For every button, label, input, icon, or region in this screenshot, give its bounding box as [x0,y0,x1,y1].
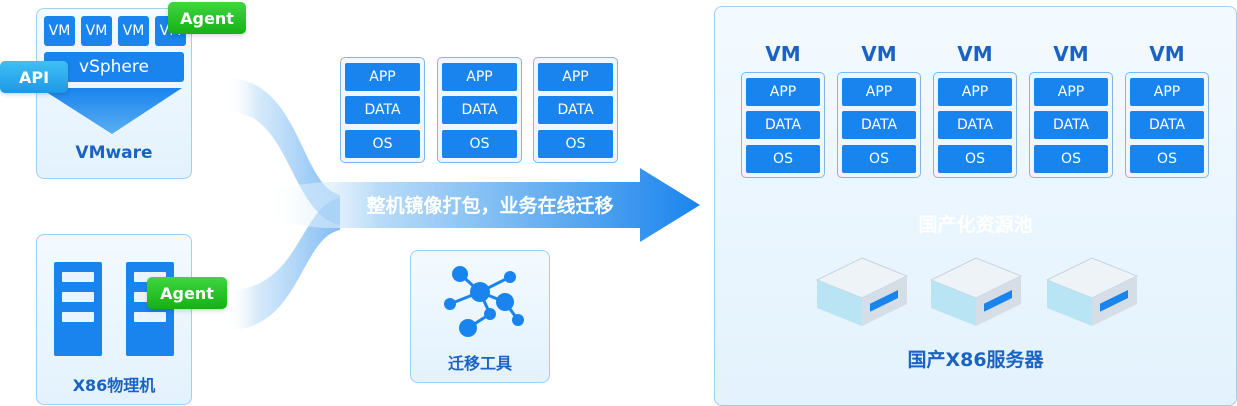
agent-badge-x86: Agent [147,277,227,309]
app-layer: APP [1130,78,1204,106]
os-layer: OS [538,130,613,158]
vm-chip: VM [118,16,149,46]
migration-tool-panel [410,250,550,383]
rack-server-icon [1045,257,1139,326]
os-layer: OS [442,130,517,158]
os-layer: OS [1130,145,1204,173]
os-layer: OS [345,130,420,158]
vmware-title: VMware [75,143,153,163]
vm-title: VM [957,42,993,66]
os-layer: OS [1034,145,1108,173]
data-layer: DATA [1034,111,1108,139]
vsphere-funnel-icon [40,88,182,134]
agent-badge-vmware: Agent [168,2,246,34]
arrow-right-icon [270,168,700,242]
vm-title: VM [1053,42,1089,66]
vm-stack: APP DATA OS [837,72,921,178]
servers-label: 国产X86服务器 [907,349,1044,371]
vm-row: VM VM VM VM [44,16,186,46]
app-layer: APP [746,78,820,106]
x86-title: X86物理机 [72,376,156,395]
os-layer: OS [842,145,916,173]
vm-chip: VM [44,16,75,46]
data-layer: DATA [938,111,1012,139]
vm-stack: APP DATA OS [741,72,825,178]
resource-pool-label: 国产化资源池 [918,214,1033,236]
data-layer: DATA [442,96,517,124]
data-layer: DATA [746,111,820,139]
data-layer: DATA [345,96,420,124]
vm-chip: VM [81,16,112,46]
server-icon [54,262,102,356]
flow-stream-bottom [228,198,340,330]
app-layer: APP [345,63,420,91]
os-layer: OS [938,145,1012,173]
app-stack: APP DATA OS [437,57,522,163]
app-stack: APP DATA OS [340,57,425,163]
app-layer: APP [442,63,517,91]
app-layer: APP [842,78,916,106]
arrow-label: 整机镜像打包，业务在线迁移 [366,195,614,217]
app-layer: APP [1034,78,1108,106]
network-nodes-icon [444,266,524,337]
app-layer: APP [538,63,613,91]
app-layer: APP [938,78,1012,106]
rack-server-icon [815,257,909,326]
migration-tool-label: 迁移工具 [447,354,512,373]
vm-title: VM [765,42,801,66]
vm-stack: APP DATA OS [1029,72,1113,178]
vm-stack: APP DATA OS [933,72,1017,178]
data-layer: DATA [1130,111,1204,139]
rack-server-icon [929,257,1023,326]
vm-title: VM [861,42,897,66]
api-badge: API [0,61,68,93]
vm-title: VM [1149,42,1185,66]
vm-stack: APP DATA OS [1125,72,1209,178]
os-layer: OS [746,145,820,173]
app-stack: APP DATA OS [533,57,618,163]
data-layer: DATA [842,111,916,139]
data-layer: DATA [538,96,613,124]
